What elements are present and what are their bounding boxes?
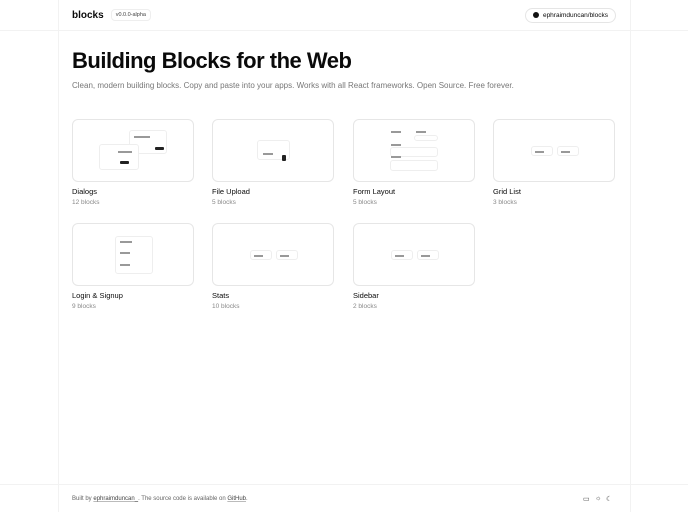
- category-card-sidebar[interactable]: Sidebar 2 blocks: [353, 223, 475, 310]
- card-count: 10 blocks: [212, 303, 240, 310]
- card-preview: [493, 119, 615, 182]
- card-title: Sidebar: [353, 291, 379, 300]
- card-title: Form Layout: [353, 187, 396, 196]
- card-count: 9 blocks: [72, 303, 96, 310]
- category-card-login-signup[interactable]: Login & Signup 9 blocks: [72, 223, 194, 310]
- card-preview: [353, 223, 475, 286]
- card-preview: [72, 119, 194, 182]
- page-title: Building Blocks for the Web: [72, 48, 352, 73]
- card-count: 3 blocks: [493, 199, 517, 206]
- card-preview: [72, 223, 194, 286]
- github-icon: [532, 12, 539, 18]
- card-title: Login & Signup: [72, 291, 123, 300]
- sun-icon[interactable]: ☼: [595, 495, 602, 502]
- card-preview: [212, 119, 334, 182]
- site-footer: Built by ephraimduncan_. The source code…: [72, 496, 248, 502]
- card-title: File Upload: [212, 187, 250, 196]
- footer-text: Built by: [72, 496, 92, 502]
- divider: [0, 484, 688, 485]
- card-preview: [212, 223, 334, 286]
- category-card-dialogs[interactable]: Dialogs 12 blocks: [72, 119, 194, 206]
- divider: [630, 0, 631, 512]
- card-title: Stats: [212, 291, 230, 300]
- card-title: Grid List: [493, 187, 521, 196]
- moon-icon[interactable]: ☾: [606, 496, 613, 503]
- version-badge: v0.0.0-alpha: [110, 9, 151, 21]
- author-link[interactable]: ephraimduncan_: [93, 496, 139, 502]
- github-label: ephraimduncan/blocks: [542, 11, 608, 19]
- github-link[interactable]: GitHub: [227, 496, 247, 502]
- category-card-form-layout[interactable]: Form Layout 5 blocks: [353, 119, 475, 206]
- footer-text: . The source code is available on: [138, 496, 226, 502]
- category-card-file-upload[interactable]: File Upload 5 blocks: [212, 119, 334, 206]
- category-card-grid-list[interactable]: Grid List 3 blocks: [493, 119, 615, 206]
- card-preview: [353, 119, 475, 182]
- card-count: 12 blocks: [72, 199, 100, 206]
- page-subtitle: Clean, modern building blocks. Copy and …: [72, 81, 514, 90]
- card-count: 5 blocks: [353, 199, 377, 206]
- github-button[interactable]: ephraimduncan/blocks: [524, 7, 616, 23]
- divider: [58, 0, 59, 512]
- card-title: Dialogs: [72, 187, 98, 196]
- footer-text: .: [246, 496, 248, 502]
- monitor-icon[interactable]: ▭: [583, 496, 590, 503]
- logo[interactable]: blocks: [72, 9, 104, 21]
- category-card-stats[interactable]: Stats 10 blocks: [212, 223, 334, 310]
- divider: [0, 30, 688, 31]
- card-count: 2 blocks: [353, 303, 377, 310]
- card-count: 5 blocks: [212, 199, 236, 206]
- site-header: blocks v0.0.0-alpha ephraimduncan/blocks: [58, 0, 630, 30]
